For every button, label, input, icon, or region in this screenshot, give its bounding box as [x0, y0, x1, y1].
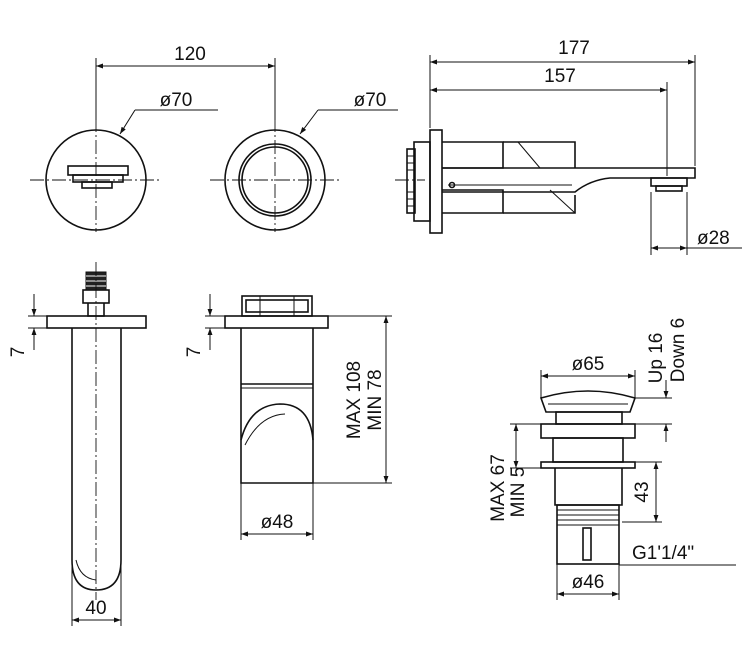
- dim-dia-right: ø70: [299, 90, 398, 135]
- popup-waste: [539, 390, 637, 565]
- cap-dia-label: ø65: [572, 354, 605, 375]
- dim-waste-body: ø46: [556, 564, 620, 600]
- side-view-handle: [224, 295, 329, 484]
- dim-waste-travel: Up 16 Down 6: [635, 318, 689, 442]
- dim-28-label: ø28: [697, 228, 730, 249]
- dim-dia-left: ø70: [119, 90, 218, 135]
- top-view-spout: [46, 262, 147, 600]
- dim-spout-width: 40: [71, 560, 122, 626]
- waste-min-label: MIN 5: [508, 467, 529, 518]
- waste-max-label: MAX 67: [488, 454, 509, 522]
- dim-spout-length: 157: [430, 66, 668, 176]
- plate-left-label: 7: [8, 347, 29, 358]
- dim-plate-mid: 7: [184, 294, 225, 357]
- dim-install-depth: MAX 108 MIN 78: [313, 315, 392, 484]
- dia-right-label: ø70: [354, 90, 387, 111]
- dim-43-label: 43: [632, 481, 653, 502]
- depth-max-label: MAX 108: [344, 361, 365, 439]
- dim-waste-cap: ø65: [540, 354, 636, 398]
- plate-mid-label: 7: [184, 347, 205, 358]
- dim-top-spacing: 120: [95, 44, 276, 120]
- depth-min-label: MIN 78: [365, 369, 386, 430]
- dim-48-label: ø48: [261, 512, 294, 533]
- waste-up-label: Up 16: [646, 333, 667, 384]
- side-view-spout: [395, 129, 696, 234]
- dim-120-label: 120: [174, 44, 206, 65]
- dim-46-label: ø46: [572, 572, 605, 593]
- dim-177-label: 177: [558, 38, 590, 59]
- dim-thread: G1'1/4": [619, 543, 736, 566]
- dim-40-label: 40: [85, 598, 106, 619]
- dim-157-label: 157: [544, 66, 576, 87]
- dim-plate-left: 7: [8, 294, 47, 357]
- front-view-handle-rosette: [210, 118, 342, 232]
- dim-outlet-dia: ø28: [650, 192, 742, 255]
- waste-down-label: Down 6: [668, 318, 689, 382]
- dim-body-dia: ø48: [240, 483, 314, 540]
- dia-left-label: ø70: [160, 90, 193, 111]
- dim-overall-length: 177: [429, 38, 696, 166]
- front-view-spout-rosette: [30, 118, 162, 232]
- dim-waste-height: 43: [622, 461, 662, 523]
- dim-waste-range: MAX 67 MIN 5: [488, 423, 541, 522]
- thread-label: G1'1/4": [632, 543, 694, 564]
